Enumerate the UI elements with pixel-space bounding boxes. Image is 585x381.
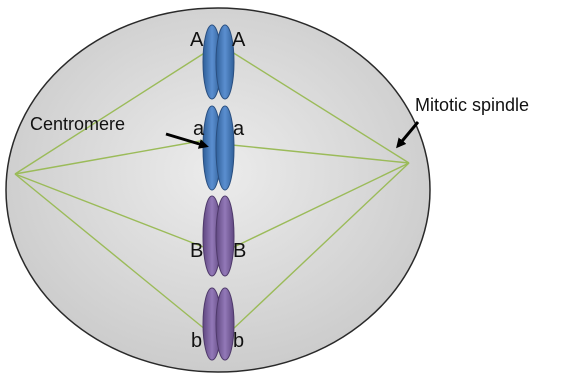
chromosome-A xyxy=(202,24,235,100)
chromosome-a xyxy=(202,105,235,191)
spindle-fiber xyxy=(14,173,207,249)
chromatid-right xyxy=(215,24,235,100)
chromosome-B xyxy=(202,195,235,277)
chromosome-b xyxy=(202,287,235,361)
centromere-arrow xyxy=(165,132,209,149)
allele-label-B-left: B xyxy=(190,240,203,262)
allele-label-a-right: a xyxy=(233,118,245,140)
cell-membrane xyxy=(5,7,431,373)
spindle-fiber xyxy=(231,144,410,164)
mitotic-spindle-arrow xyxy=(396,121,420,149)
spindle-fiber xyxy=(231,162,410,331)
allele-label-a-left: a xyxy=(193,118,205,140)
spindle-fiber xyxy=(14,51,207,175)
allele-label-A-left: A xyxy=(190,29,204,51)
allele-label-b-left: b xyxy=(191,330,202,352)
spindle-fiber xyxy=(231,51,410,164)
chromatid-right xyxy=(215,105,235,191)
allele-label-b-right: b xyxy=(233,330,244,352)
chromatid-right xyxy=(215,195,235,277)
spindle-fiber xyxy=(14,173,207,331)
spindle-fibers xyxy=(14,51,410,331)
spindle-fiber xyxy=(14,139,207,175)
centromere-label: Centromere xyxy=(30,114,125,134)
spindle-fiber xyxy=(231,162,410,249)
allele-label-A-right: A xyxy=(232,29,246,51)
chromatid-right xyxy=(215,287,235,361)
allele-label-B-right: B xyxy=(233,240,246,262)
mitotic-spindle-label: Mitotic spindle xyxy=(415,95,529,115)
